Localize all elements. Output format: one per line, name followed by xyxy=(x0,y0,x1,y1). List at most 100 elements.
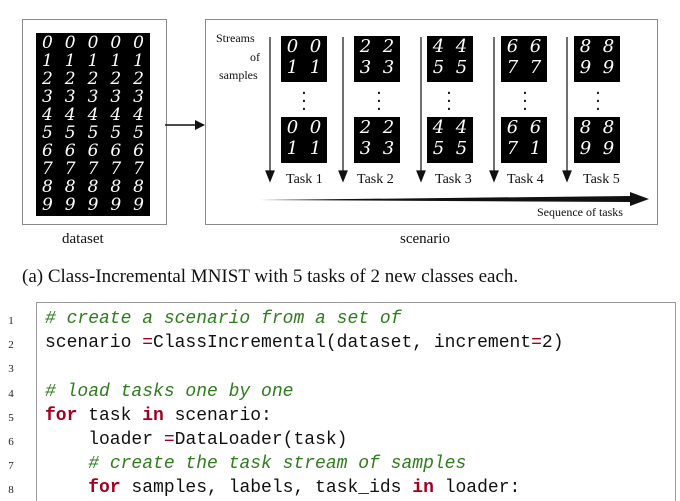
sequence-arrow xyxy=(260,192,649,206)
dataset-digit: 9 xyxy=(64,195,76,215)
dataset-digit: 1 xyxy=(110,51,122,71)
figure-caption: (a) Class-Incremental MNIST with 5 tasks… xyxy=(22,266,519,287)
streams-label-1: Streams xyxy=(216,31,255,45)
dataset-digit: 7 xyxy=(133,159,144,179)
task-label-2: Task 2 xyxy=(357,172,394,187)
line-number: 3 xyxy=(8,363,14,376)
line-number: 1 xyxy=(8,315,14,327)
code-listing-box xyxy=(36,302,676,501)
code-line: loader =DataLoader(task) xyxy=(45,430,347,450)
code-token: for xyxy=(88,478,121,499)
dataset-digit: 6 xyxy=(64,141,76,161)
dataset-digit: 0 xyxy=(41,33,53,53)
code-token: = xyxy=(142,333,154,354)
ellipsis-3: ··· xyxy=(446,83,452,120)
code-token: in xyxy=(412,478,434,499)
code-token: for xyxy=(45,405,78,426)
dataset-digit: 6 xyxy=(87,141,99,161)
code-token: in xyxy=(142,405,164,426)
task-label-4: Task 4 xyxy=(507,172,544,187)
ellipsis-4: ··· xyxy=(522,83,528,120)
dataset-digit: 2 xyxy=(41,69,53,89)
dataset-digit: 8 xyxy=(87,177,99,197)
code-token: scenario xyxy=(45,333,143,354)
code-token: # load tasks one by one xyxy=(45,381,294,402)
line-number: 2 xyxy=(8,339,14,352)
code-token xyxy=(45,454,88,474)
dataset-digit: 2 xyxy=(133,69,144,89)
code-token: = xyxy=(531,333,542,354)
code-token: loader: xyxy=(433,478,521,499)
dataset-digit: 8 xyxy=(41,177,53,197)
dataset-digit: 0 xyxy=(110,33,122,53)
code-line: scenario =ClassIncremental(dataset, incr… xyxy=(45,333,564,353)
sequence-label: Sequence of tasks xyxy=(537,205,623,219)
dataset-digit: 8 xyxy=(133,177,144,197)
dataset-digit: 7 xyxy=(110,159,122,179)
dataset-digit: 6 xyxy=(41,141,53,161)
dataset-digit: 8 xyxy=(64,177,76,197)
dataset-digit: 5 xyxy=(133,123,144,143)
dataset-digit: 1 xyxy=(133,51,144,71)
code-token: = xyxy=(163,430,175,450)
dataset-digit: 9 xyxy=(110,195,122,215)
code-token: # create the task stream of samples xyxy=(88,454,467,475)
dataset-digit: 9 xyxy=(133,195,144,215)
stream-arrows xyxy=(265,37,572,183)
dataset-digit: 3 xyxy=(64,87,76,107)
streams-label-2: of xyxy=(250,50,260,64)
dataset-digit: 2 xyxy=(110,69,122,89)
dataset-digit: 2 xyxy=(87,69,99,89)
code-token: loader xyxy=(45,430,164,450)
dataset-digit: 1 xyxy=(64,51,76,71)
task-label-3: Task 3 xyxy=(435,172,472,187)
dataset-digit: 3 xyxy=(87,87,99,107)
code-token: # create a scenario from a set of xyxy=(45,309,402,329)
scenario-arrows xyxy=(260,37,649,206)
dataset-digit: 0 xyxy=(133,33,144,53)
dataset-digit: 6 xyxy=(133,141,144,161)
task-label-1: Task 1 xyxy=(286,172,323,187)
dataset-digit: 4 xyxy=(64,105,76,125)
dataset-digit: 9 xyxy=(41,195,53,215)
dataset-digit: 5 xyxy=(64,123,76,143)
code-line: # create the task stream of samples xyxy=(45,454,466,474)
dataset-digit: 0 xyxy=(64,33,76,53)
ellipsis-1: ··· xyxy=(301,83,307,120)
line-number: 4 xyxy=(8,387,14,400)
dataset-digit: 1 xyxy=(41,51,53,71)
code-token: task xyxy=(77,405,143,426)
dataset-digit: 4 xyxy=(41,105,53,125)
line-number: 7 xyxy=(8,460,14,473)
dataset-digit: 8 xyxy=(110,177,122,197)
line-number: 8 xyxy=(8,484,14,497)
ellipsis-5: ··· xyxy=(595,83,601,120)
dataset-digit: 6 xyxy=(110,141,122,161)
line-number: 5 xyxy=(8,411,14,424)
code-line: # create a scenario from a set of xyxy=(45,309,401,329)
code-token: 2) xyxy=(541,333,564,354)
task-label-5: Task 5 xyxy=(583,172,620,187)
